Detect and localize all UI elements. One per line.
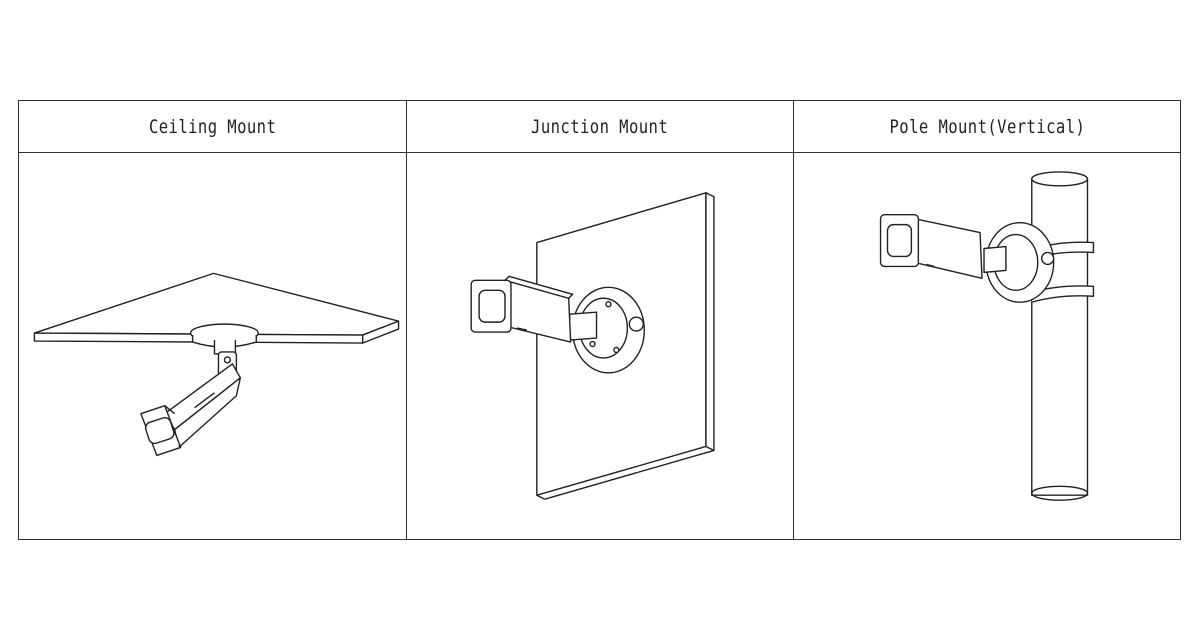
ceiling-mount-illustration <box>19 153 407 539</box>
mount-types-table: Ceiling Mount Junction Mount Pole Mount(… <box>18 100 1181 540</box>
pole-mount-label: Pole Mount(Vertical) <box>889 115 1085 138</box>
pole-strap-lower <box>1032 286 1094 302</box>
pole-bottom <box>1032 486 1088 500</box>
pole-mount-illustration <box>794 153 1180 539</box>
ceiling-mount-header: Ceiling Mount <box>19 101 407 153</box>
junction-box-side-knob <box>629 317 643 331</box>
camera-body <box>914 219 982 279</box>
camera-lens-window <box>479 290 505 322</box>
junction-mount-drawing <box>407 153 793 539</box>
camera-lens-window <box>144 416 175 445</box>
wall-panel-edge <box>706 193 714 451</box>
junction-box-side-knob <box>1042 252 1054 264</box>
junction-mount-header: Junction Mount <box>407 101 794 153</box>
ceiling-mount-drawing <box>19 153 406 539</box>
pole-top <box>1032 172 1088 186</box>
mount-arm <box>570 312 597 340</box>
ceiling-slab-side <box>363 321 399 343</box>
ceiling-mount-label: Ceiling Mount <box>148 115 277 138</box>
junction-mount-label: Junction Mount <box>531 115 669 138</box>
pole-mount-header: Pole Mount(Vertical) <box>794 101 1180 153</box>
camera-lens-window <box>888 225 912 257</box>
mount-arm <box>984 247 1006 273</box>
pole <box>1032 179 1088 495</box>
pole-mount-drawing <box>794 153 1180 539</box>
junction-mount-illustration <box>407 153 794 539</box>
